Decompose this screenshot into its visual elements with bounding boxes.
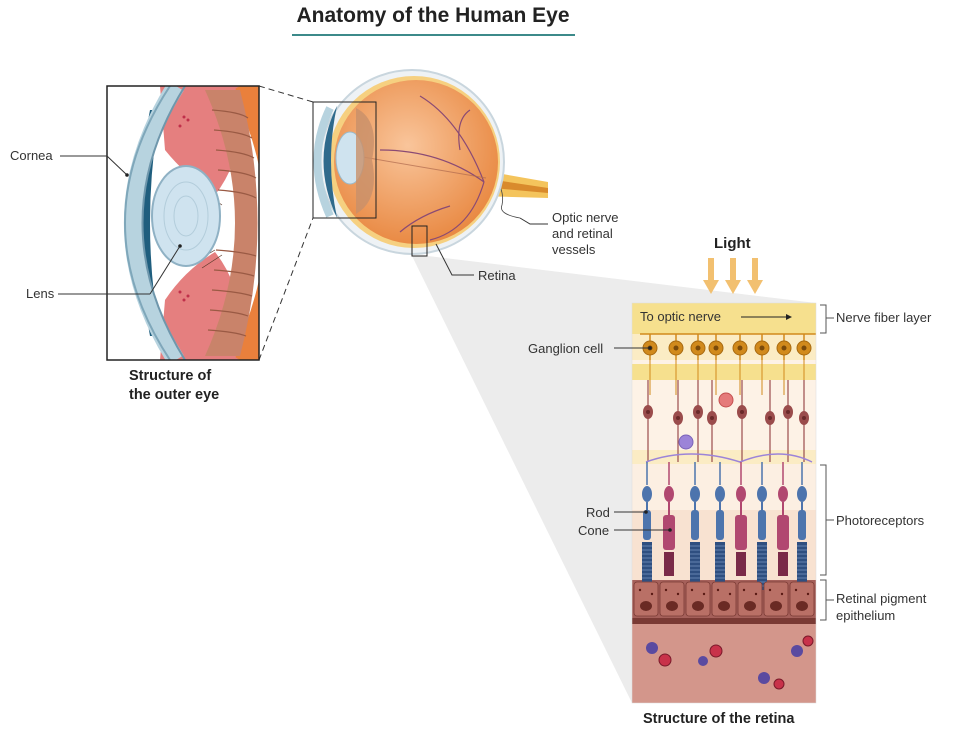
label-light: Light <box>714 235 751 252</box>
outer-eye-frame <box>106 85 260 361</box>
cone-cell <box>664 486 674 502</box>
cone-cell <box>778 486 788 502</box>
retina-detail <box>632 303 816 703</box>
label-ganglion-cell: Ganglion cell <box>528 341 604 356</box>
title-underline <box>292 34 575 36</box>
label-to-optic-nerve: To optic nerve <box>640 309 721 324</box>
light-arrows <box>703 258 763 294</box>
blood-cells <box>646 635 814 690</box>
caption-retina: Structure of the retina <box>643 711 795 727</box>
rod-cell <box>690 486 700 502</box>
rod-cell <box>715 486 725 502</box>
rod-cell <box>757 486 767 502</box>
rod-cell <box>642 486 652 502</box>
outer-eye-detail <box>107 86 259 360</box>
label-cornea: Cornea <box>10 148 53 163</box>
eyeball <box>313 69 548 255</box>
caption-outer-eye: Structure of the outer eye <box>129 368 220 403</box>
label-optic-nerve: Optic nerve and retinal vessels <box>552 210 619 257</box>
label-photoreceptors: Photoreceptors <box>836 513 925 528</box>
label-nerve-fiber-layer: Nerve fiber layer <box>836 310 932 325</box>
label-retina: Retina <box>478 268 516 283</box>
rod-cell <box>797 486 807 502</box>
page-title: Anatomy of the Human Eye <box>296 4 570 27</box>
label-rod: Rod <box>586 505 610 520</box>
label-cone: Cone <box>578 523 610 538</box>
label-lens: Lens <box>26 286 55 301</box>
label-rpe: Retinal pigment epithelium <box>836 591 927 623</box>
zoom-line-bottom <box>258 217 314 361</box>
retina-zoom-box <box>411 225 428 257</box>
outer-eye-zoom-box <box>312 101 377 219</box>
cone-cell <box>736 486 746 502</box>
zoom-line-top <box>258 85 314 103</box>
